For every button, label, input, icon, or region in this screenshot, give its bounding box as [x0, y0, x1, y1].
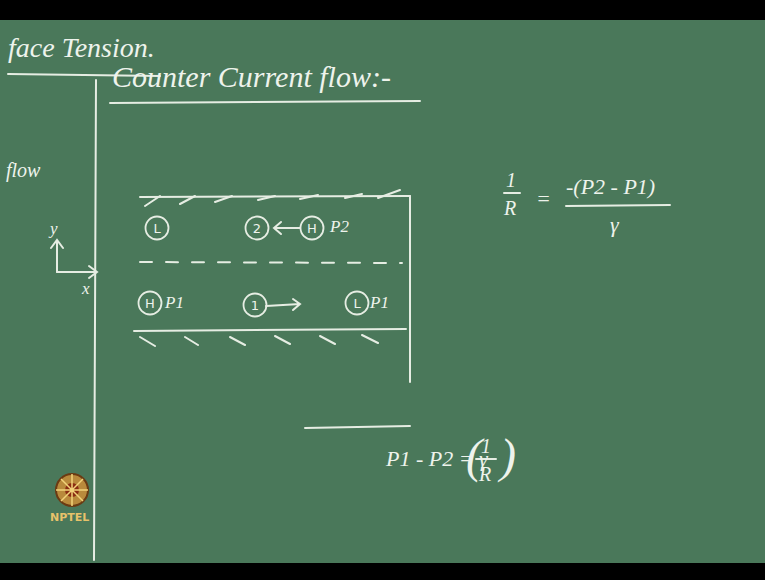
pressure-label: P1: [165, 294, 184, 311]
divider-line: [94, 80, 96, 560]
right-wall: [409, 196, 411, 382]
bottom-wall: [134, 329, 406, 331]
pressure-label: P2: [330, 218, 349, 235]
lecture-title: face Tension.: [8, 34, 155, 62]
pressure-label: P1: [370, 294, 389, 311]
circled-marker: H: [137, 290, 163, 316]
circled-marker: 1: [242, 292, 268, 318]
numerator: 1: [506, 170, 516, 190]
circled-marker: H: [299, 215, 325, 241]
y-axis: [51, 240, 63, 272]
underline: [305, 426, 410, 428]
denominator: γ: [610, 214, 619, 236]
x-axis: [57, 266, 97, 278]
axis-label: x: [82, 280, 90, 297]
denominator: R: [504, 198, 516, 218]
numerator: 1: [481, 436, 491, 456]
interface-line: [140, 262, 402, 263]
marker-text-holder: H: [299, 215, 325, 241]
side-note: flow: [6, 160, 40, 180]
marker-letter: 1: [251, 298, 259, 313]
flow-arrow: [274, 222, 300, 234]
wall-hatch: [145, 190, 400, 206]
marker-letter: 2: [253, 221, 261, 236]
marker-letter: H: [145, 296, 155, 311]
fraction-bar: [504, 192, 520, 194]
circled-marker: L: [344, 290, 370, 316]
equals-sign: =: [536, 188, 551, 210]
fraction-bar: [566, 205, 670, 206]
underline: [110, 101, 420, 103]
flow-arrow: [266, 299, 300, 310]
numerator: -(P2 - P1): [566, 176, 655, 198]
marker-text-holder: H: [137, 290, 163, 316]
marker-text-holder: 2: [244, 215, 270, 241]
wall-hatch: [140, 335, 378, 346]
circled-marker: 2: [244, 215, 270, 241]
marker-letter: L: [353, 296, 360, 311]
denominator: R: [479, 464, 491, 484]
marker-letter: H: [307, 221, 317, 236]
axis-label: y: [50, 220, 58, 237]
nptel-logo: [56, 474, 88, 506]
marker-text-holder: 1: [242, 292, 268, 318]
circled-marker: L: [144, 215, 170, 241]
heading: Counter Current flow:-: [112, 62, 391, 92]
logo-text: NPTEL: [50, 512, 89, 523]
marker-letter: L: [153, 221, 160, 236]
marker-text-holder: L: [344, 290, 370, 316]
marker-text-holder: L: [144, 215, 170, 241]
bracket: ): [500, 432, 516, 480]
